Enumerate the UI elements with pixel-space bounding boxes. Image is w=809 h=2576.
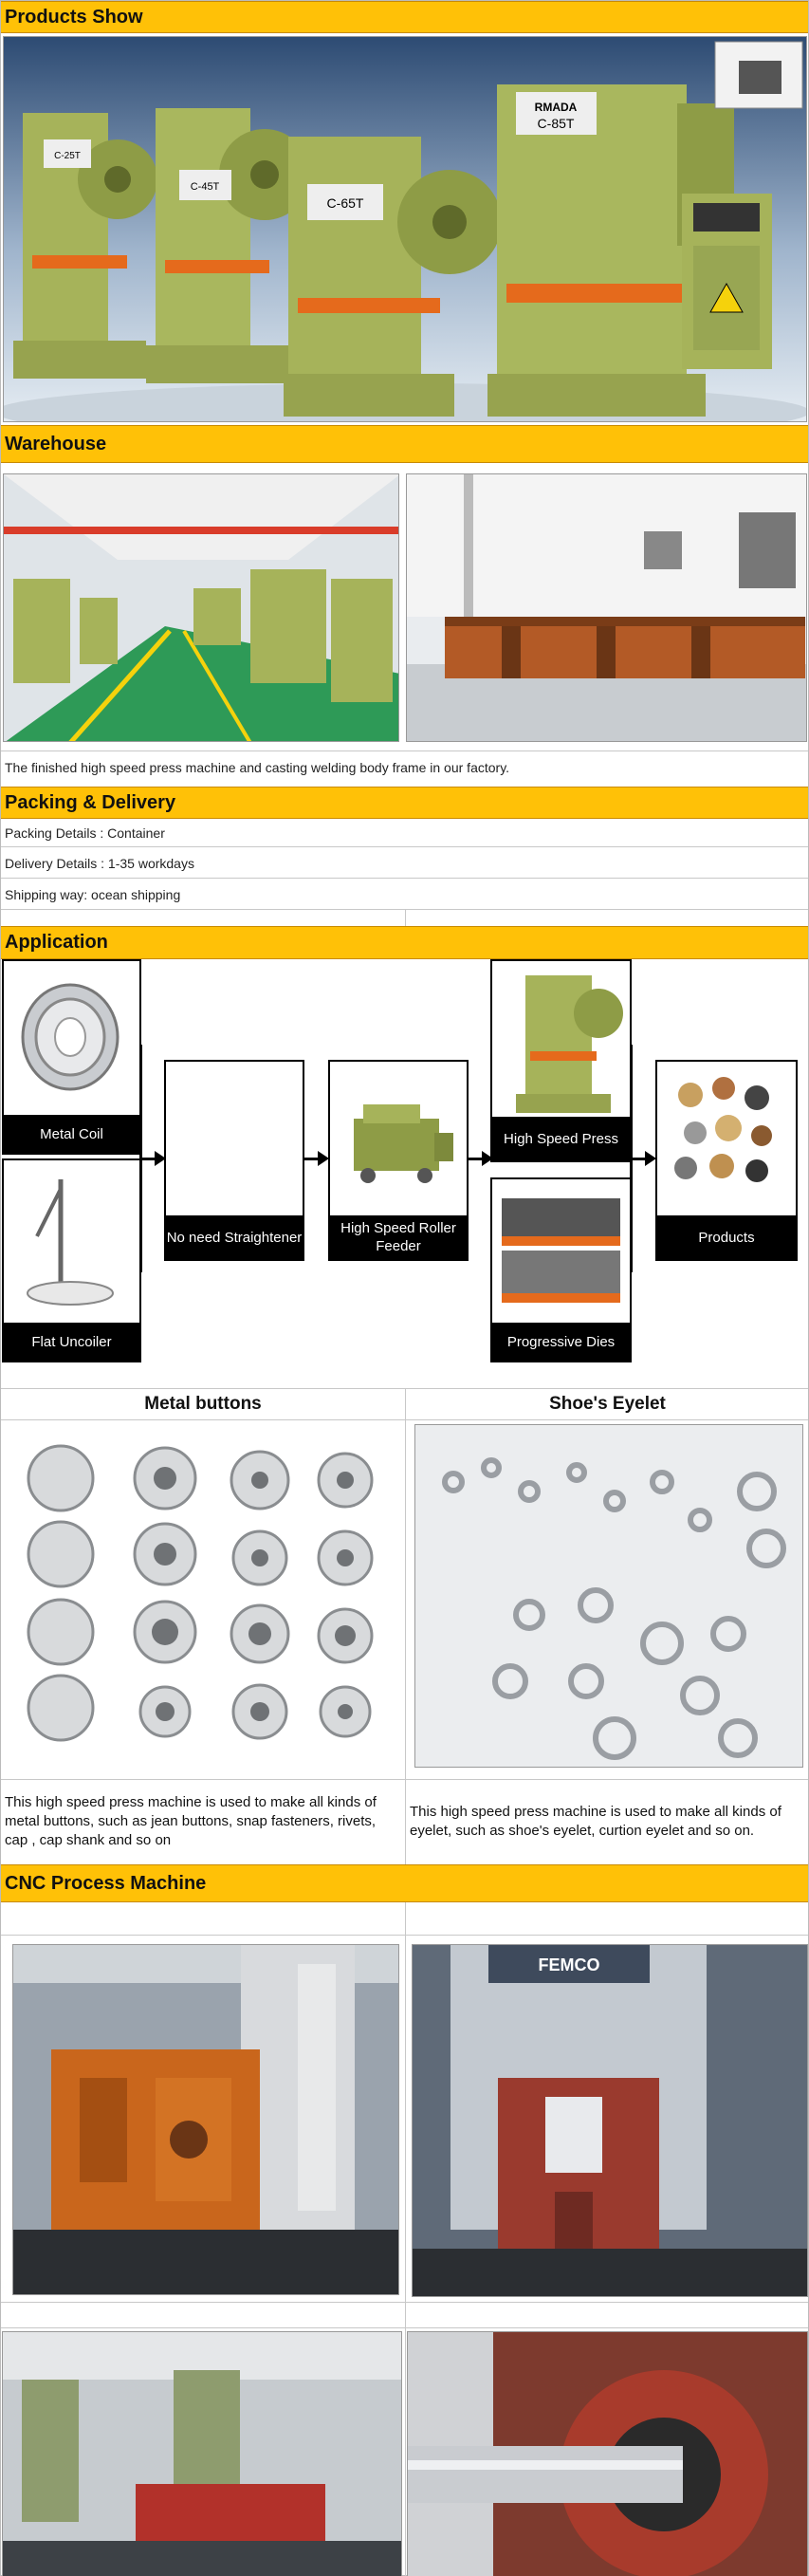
section-warehouse: Warehouse — [1, 425, 808, 463]
delivery-details: Delivery Details : 1-35 workdays — [5, 856, 194, 871]
flow-products: Products — [655, 1060, 798, 1261]
casting-frames-image — [407, 474, 806, 741]
flow-progressive-dies-label: Progressive Dies — [492, 1323, 630, 1361]
flow-flat-uncoiler: Flat Uncoiler — [2, 1158, 141, 1362]
cnc-photo-1 — [12, 1944, 399, 2295]
flow-progressive-dies: Progressive Dies — [490, 1177, 632, 1362]
flow-roller-feeder: High Speed Roller Feeder — [328, 1060, 469, 1261]
warehouse-photo-2 — [406, 473, 807, 742]
metal-buttons-photo — [4, 1421, 403, 1774]
press-machines-image: C-25T C-45T C-65T — [4, 37, 806, 421]
flow-high-speed-press: High Speed Press — [490, 959, 632, 1162]
shipping-way: Shipping way: ocean shipping — [5, 887, 181, 902]
warehouse-caption: The finished high speed press machine an… — [5, 760, 510, 775]
section-packing-delivery: Packing & Delivery — [1, 787, 808, 819]
section-products-show: Products Show — [1, 1, 808, 33]
shoes-eyelet-title: Shoe's Eyelet — [549, 1394, 666, 1414]
milling-machines-image — [3, 2332, 401, 2576]
metal-buttons-image — [4, 1421, 403, 1774]
flow-straightener: No need Straightener — [164, 1060, 304, 1261]
cnc-photo-2: FEMCO — [412, 1944, 808, 2297]
roller-feeder-icon — [354, 1104, 453, 1183]
flow-roller-feeder-label: High Speed Roller Feeder — [330, 1215, 467, 1259]
progressive-dies-icon — [502, 1198, 620, 1303]
cnc-brand-label: FEMCO — [539, 1955, 600, 1974]
cnc-photo-3 — [2, 2331, 402, 2576]
cnc-photo-4 — [407, 2331, 808, 2576]
cnc-machining-orange-frame-image — [13, 1945, 398, 2294]
section-cnc-process-machine: CNC Process Machine — [1, 1864, 808, 1902]
machine-label-1: C-25T — [54, 151, 81, 161]
metal-coil-icon — [21, 983, 120, 1091]
machine-label-3: C-65T — [327, 195, 364, 211]
control-cabinet — [682, 194, 772, 369]
machine-brand: RMADA — [535, 101, 578, 114]
spindle-boring-image — [408, 2332, 807, 2576]
products-icon — [674, 1077, 772, 1182]
flow-metal-coil-label: Metal Coil — [4, 1115, 139, 1153]
machine-label-2: C-45T — [191, 181, 220, 193]
flow-products-label: Products — [657, 1215, 796, 1259]
flow-metal-coil: Metal Coil — [2, 959, 141, 1155]
high-speed-press-icon — [516, 975, 623, 1113]
machine-label-4: C-85T — [538, 116, 575, 131]
flow-straightener-label: No need Straightener — [166, 1215, 303, 1259]
flow-high-speed-press-label: High Speed Press — [492, 1117, 630, 1160]
cnc-machining-red-frame-image: FEMCO — [413, 1945, 807, 2296]
factory-floor-image — [4, 474, 398, 741]
warehouse-photo-1 — [3, 473, 399, 742]
section-application: Application — [1, 926, 808, 959]
flat-uncoiler-icon — [27, 1179, 114, 1306]
shoes-eyelet-photo — [414, 1424, 803, 1768]
metal-buttons-description: This high speed press machine is used to… — [5, 1794, 377, 1848]
eyelets-image — [415, 1425, 802, 1767]
metal-buttons-title: Metal buttons — [144, 1394, 262, 1414]
flow-flat-uncoiler-label: Flat Uncoiler — [4, 1323, 139, 1361]
shoes-eyelet-description: This high speed press machine is used to… — [410, 1804, 781, 1839]
packing-details: Packing Details : Container — [5, 825, 165, 841]
products-show-photo: C-25T C-45T C-65T — [3, 36, 807, 422]
